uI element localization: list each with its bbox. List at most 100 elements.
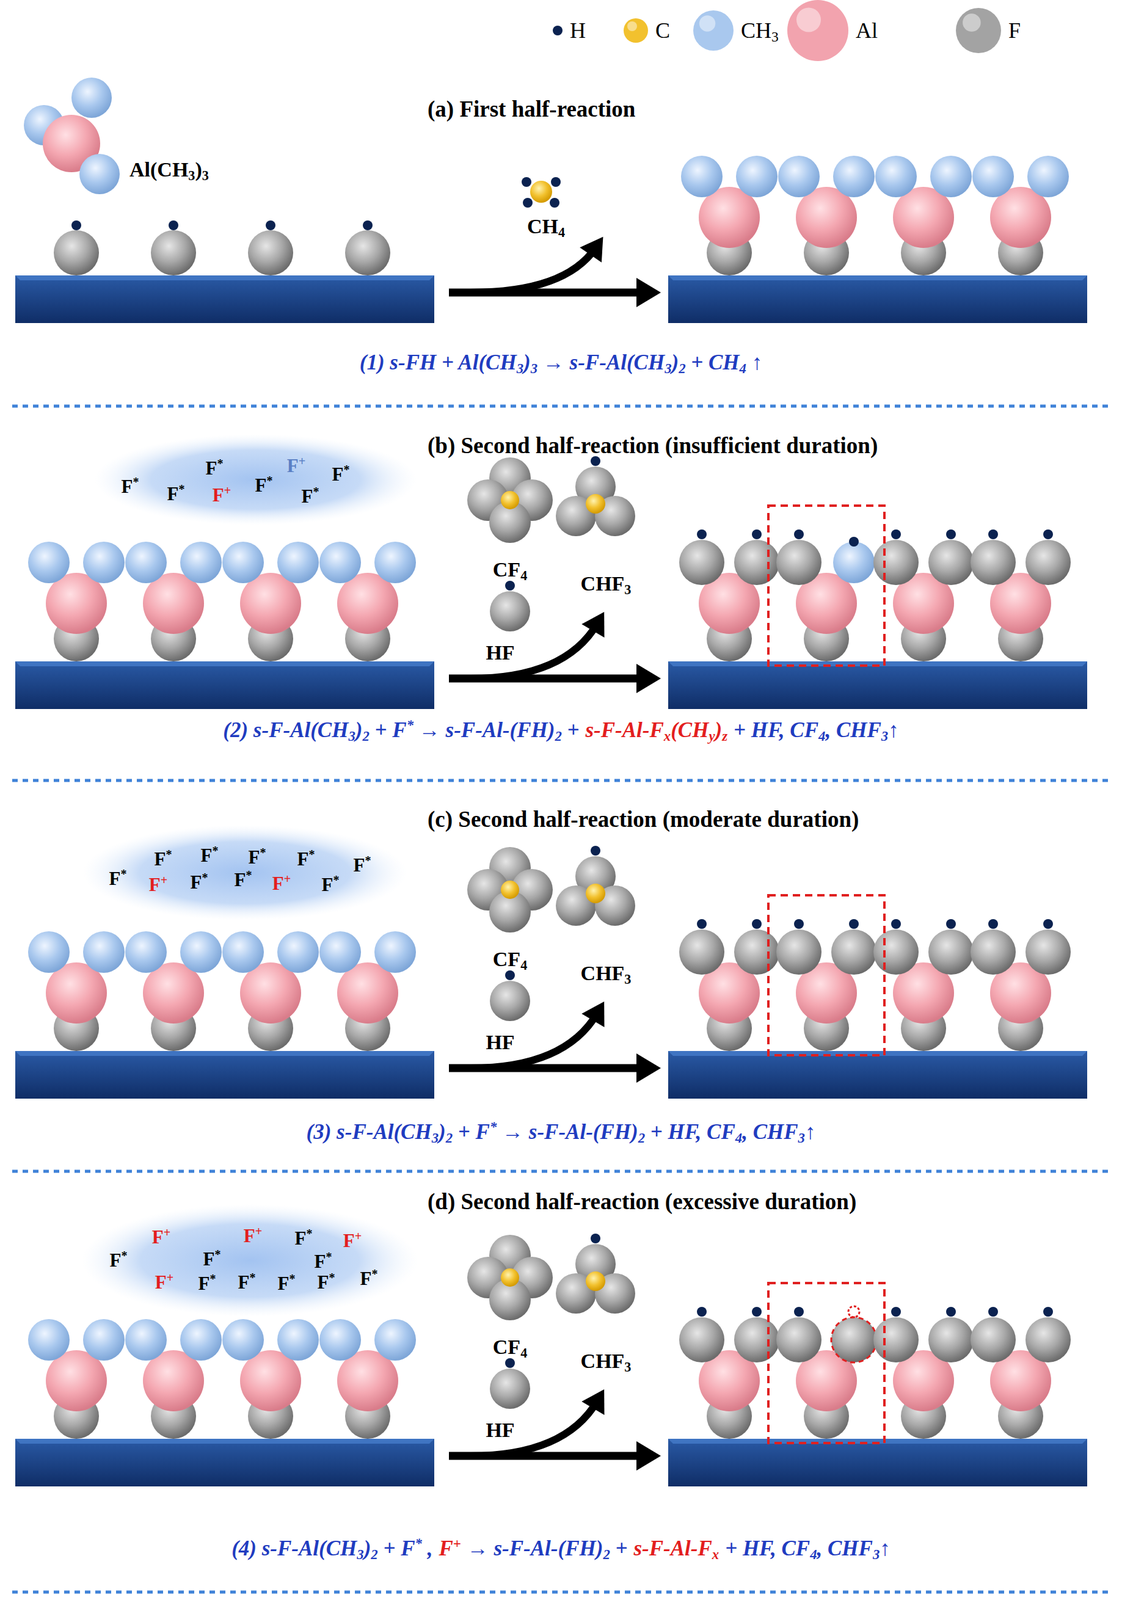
- fluorine-atom: [53, 230, 99, 276]
- hydrogen-atom: [988, 529, 999, 540]
- plasma-species: F*: [353, 854, 371, 877]
- panel-separator: [12, 404, 1110, 408]
- equation-text: + HF, CF4, CHF3↑: [733, 718, 900, 743]
- equation-text: (2) s-F-Al(CH3)2 + F* → s-F-Al-(FH)2 +: [222, 718, 580, 743]
- plasma-glow: [81, 1204, 418, 1317]
- legend-swatch: [786, 0, 850, 63]
- plasma-species: F+: [212, 484, 231, 507]
- swatch-sphere: [955, 7, 1002, 54]
- arrow-head: [636, 663, 661, 694]
- equation-text: s-F-Al-Fx(CHy)z: [585, 718, 728, 743]
- plasma-species: F*: [301, 485, 319, 508]
- highlight-box: [768, 895, 885, 1056]
- plasma-species: F+: [287, 455, 306, 478]
- hydrogen-atom: [751, 919, 762, 929]
- hydrogen-atom: [696, 919, 707, 929]
- substrate-bar: [15, 1051, 435, 1099]
- substrate-bevel: [15, 661, 435, 667]
- arrow-head: [581, 1001, 605, 1028]
- hydrogen-atom: [522, 197, 533, 208]
- hydrogen-atom: [505, 580, 515, 591]
- plasma-species: F+: [243, 1225, 263, 1248]
- highlight-box: [768, 505, 885, 666]
- plasma-species: F*: [296, 848, 315, 871]
- equation-text: s-F-Al-Fx: [633, 1536, 719, 1562]
- hydrogen-atom: [590, 1233, 601, 1244]
- carbon-atom: [585, 494, 606, 514]
- methyl-group: [71, 77, 112, 118]
- hydrogen-atom: [590, 845, 601, 856]
- fluorine-atom: [489, 980, 531, 1022]
- plasma-species: F+: [343, 1230, 362, 1253]
- molecule-label: HF: [485, 640, 515, 665]
- hydrogen-atom: [505, 970, 515, 981]
- equation-row: (2) s-F-Al(CH3)2 + F* → s-F-Al-(FH)2 +s-…: [0, 718, 1122, 743]
- hydrogen-atom: [751, 1307, 762, 1317]
- panel-title: (d) Second half-reaction (excessive dura…: [427, 1189, 857, 1216]
- hydrogen-atom: [891, 529, 901, 540]
- equation-row: (1) s-FH + Al(CH3)3 → s-F-Al(CH3)2 + CH4…: [0, 350, 1122, 376]
- methyl-group: [222, 541, 264, 584]
- plasma-species: F*: [153, 848, 172, 871]
- methyl-group: [79, 153, 120, 195]
- plasma-species: F+: [272, 872, 291, 895]
- swatch-highlight: [627, 21, 638, 32]
- legend-item: CH3: [692, 9, 779, 52]
- legend-text: Al: [855, 17, 878, 44]
- plasma-species: F*: [237, 1271, 256, 1294]
- methyl-group: [319, 931, 361, 973]
- fluorine-atom: [831, 1317, 877, 1363]
- fluorine-atom: [734, 929, 780, 975]
- panel-separator: [12, 1591, 1110, 1595]
- methyl-group: [125, 1319, 167, 1361]
- hydrogen-atom: [550, 177, 561, 187]
- substrate-bevel: [15, 1438, 435, 1444]
- fluorine-atom: [489, 1368, 531, 1410]
- hydrogen-atom: [505, 1358, 515, 1369]
- equation-row: (4) s-F-Al(CH3)2 + F* ,F+→ s-F-Al-(FH)2 …: [0, 1536, 1122, 1562]
- fluorine-atom: [970, 929, 1016, 975]
- substrate-bar: [668, 1438, 1088, 1487]
- substrate-bar: [668, 1051, 1088, 1099]
- molecule-label: CHF3: [580, 571, 632, 596]
- substrate-bar: [15, 1438, 435, 1487]
- methyl-group: [833, 155, 875, 198]
- fluorine-atom: [831, 929, 877, 975]
- equation-text: (3) s-F-Al(CH3)2 + F* → s-F-Al-(FH)2 + H…: [306, 1120, 816, 1145]
- hydrogen-atom: [265, 220, 276, 231]
- methyl-group: [735, 155, 778, 198]
- methyl-group: [83, 541, 125, 584]
- plasma-species: F*: [197, 1272, 216, 1295]
- plasma-species: F*: [277, 1272, 296, 1295]
- legend-swatch: [622, 17, 650, 44]
- fluorine-atom: [776, 929, 822, 975]
- fluorine-atom: [734, 1317, 780, 1363]
- molecule-label: HF: [485, 1418, 515, 1443]
- methyl-group: [875, 155, 917, 198]
- legend-text: H: [569, 17, 586, 44]
- carbon-atom: [585, 883, 606, 904]
- methyl-group: [125, 541, 167, 584]
- legend-item: Al: [786, 0, 878, 63]
- plasma-species: F*: [233, 869, 252, 892]
- arrow-head: [581, 612, 605, 638]
- panel-title: (a) First half-reaction: [427, 96, 636, 123]
- fluorine-atom: [1025, 929, 1071, 975]
- hydrogen-atom: [521, 177, 532, 187]
- plasma-species: F*: [254, 474, 273, 497]
- swatch-sphere: [787, 0, 849, 62]
- methyl-group: [222, 1319, 264, 1361]
- fluorine-atom: [776, 1317, 822, 1363]
- plasma-species: F*: [316, 1271, 335, 1294]
- arrow-head: [579, 236, 603, 263]
- hydrogen-atom: [794, 529, 804, 540]
- plasma-cloud: F*F*F+F*F*F+F*F*: [94, 434, 417, 526]
- methyl-group: [319, 541, 361, 584]
- molecule-label: Al(CH3)3: [129, 157, 209, 182]
- substrate-bar: [668, 661, 1088, 710]
- byproduct-arrow: [470, 1401, 598, 1457]
- fluorine-atom: [873, 1317, 919, 1363]
- plasma-cloud: F+F+F*F+F*F*F*F+F*F*F*F*F*: [81, 1204, 418, 1317]
- fluorine-atom: [734, 539, 780, 586]
